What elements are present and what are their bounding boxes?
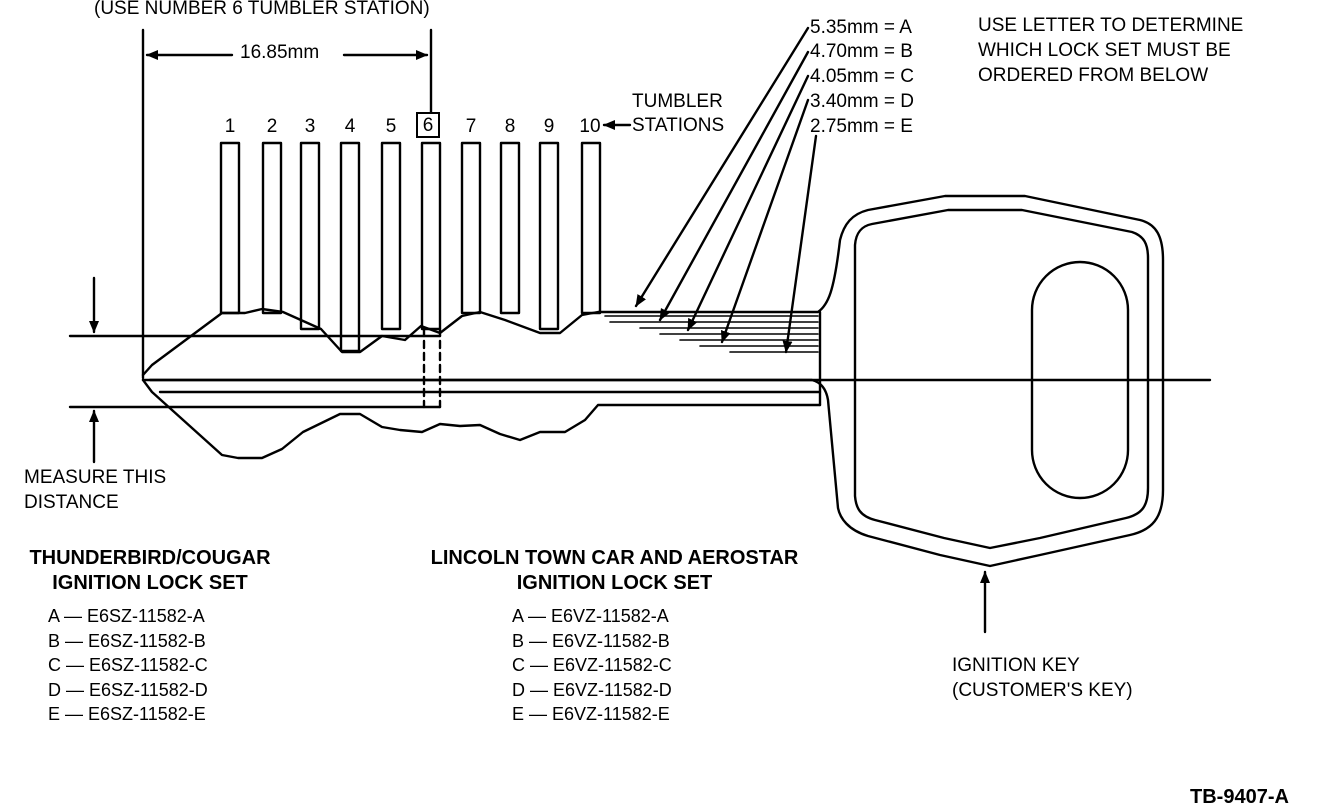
part-item: A — E6VZ-11582-A bbox=[512, 606, 669, 626]
part-item: B — E6VZ-11582-B bbox=[512, 630, 670, 651]
part-item: D — E6VZ-11582-D bbox=[512, 679, 672, 700]
depth-code-a: 5.35mm = A bbox=[810, 17, 912, 38]
tumbler-pins bbox=[219, 141, 602, 353]
dimension-label: 16.85mm bbox=[240, 42, 320, 64]
leader-depth-a bbox=[634, 26, 810, 308]
station-number: 9 bbox=[543, 116, 555, 137]
ignition-key-label-line1: IGNITION KEY bbox=[952, 655, 1080, 676]
part-item: B — E6SZ-11582-B bbox=[48, 630, 206, 651]
instruction-line: USE LETTER TO DETERMINE bbox=[978, 15, 1244, 36]
depth-code-b: 4.70mm = B bbox=[810, 41, 913, 62]
station-number: 3 bbox=[304, 116, 316, 137]
leader-depth-e bbox=[782, 134, 818, 354]
part-item: A — E6SZ-11582-A bbox=[48, 606, 205, 626]
top-note: (USE NUMBER 6 TUMBLER STATION) bbox=[94, 0, 430, 19]
lock-set-1-parts: A — E6SZ-11582-A B — E6SZ-11582-B C — E6… bbox=[48, 604, 208, 727]
part-item: C — E6VZ-11582-C bbox=[512, 655, 672, 675]
measure-label-line2: DISTANCE bbox=[24, 492, 119, 513]
part-item: E — E6SZ-11582-E bbox=[48, 704, 206, 724]
tumbler-stations-label-line1: TUMBLER bbox=[632, 91, 723, 112]
station-number-highlighted: 6 bbox=[422, 115, 434, 136]
measure-label-line1: MEASURE THIS bbox=[24, 467, 167, 488]
leader-depth-b bbox=[658, 50, 810, 322]
ignition-key-label-line2: (CUSTOMER'S KEY) bbox=[952, 680, 1133, 701]
depth-code-e: 2.75mm = E bbox=[810, 116, 913, 137]
depth-code-c: 4.05mm = C bbox=[810, 66, 915, 87]
key-blade-top-profile bbox=[141, 194, 1165, 568]
key-blade-bottom-profile bbox=[141, 378, 822, 460]
station-number: 4 bbox=[344, 116, 356, 137]
lock-set-2-parts: A — E6VZ-11582-A B — E6VZ-11582-B C — E6… bbox=[512, 604, 672, 727]
depth-code-d: 3.40mm = D bbox=[810, 91, 915, 112]
lock-set-1-title-line2: IGNITION LOCK SET bbox=[52, 572, 248, 594]
lock-set-2-title-line2: IGNITION LOCK SET bbox=[516, 572, 713, 594]
lock-set-1-title-line1: THUNDERBIRD/COUGAR bbox=[29, 547, 271, 569]
tumbler-stations-label-line2: STATIONS bbox=[632, 115, 725, 136]
station-number: 7 bbox=[465, 116, 477, 137]
station-number: 10 bbox=[579, 116, 601, 137]
station-6-box bbox=[416, 112, 440, 138]
part-item: D — E6SZ-11582-D bbox=[48, 679, 208, 700]
figure-id: TB-9407-A bbox=[1190, 786, 1289, 808]
station-number: 1 bbox=[224, 116, 236, 137]
leader-depth-c bbox=[686, 74, 810, 332]
part-item: C — E6SZ-11582-C bbox=[48, 655, 208, 675]
station-number: 8 bbox=[504, 116, 516, 137]
leader-depth-d bbox=[720, 98, 810, 344]
station-number: 2 bbox=[266, 116, 278, 137]
instruction-line: WHICH LOCK SET MUST BE bbox=[978, 40, 1231, 61]
instruction-line: ORDERED FROM BELOW bbox=[978, 65, 1209, 86]
station-number: 5 bbox=[385, 116, 397, 137]
part-item: E — E6VZ-11582-E bbox=[512, 704, 670, 724]
key-bow-inner-outline bbox=[853, 208, 1150, 550]
lock-set-2-title-line1: LINCOLN TOWN CAR AND AEROSTAR bbox=[430, 547, 799, 569]
